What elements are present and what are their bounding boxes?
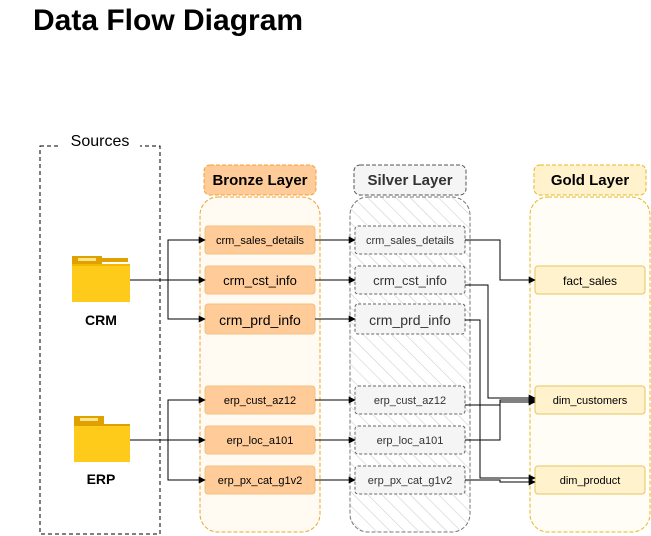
erp-to-bronze-connectors — [130, 396, 206, 484]
silver-to-gold-connectors — [465, 239, 536, 486]
sources-container: Sources — [39, 132, 161, 535]
silver-table-label: erp_px_cat_g1v2 — [368, 475, 452, 487]
silver-table-label: crm_prd_info — [369, 312, 451, 328]
bronze-table-label: crm_prd_info — [219, 312, 301, 328]
silver-table[interactable]: crm_prd_info — [354, 303, 466, 335]
crm-source[interactable]: CRM — [72, 256, 130, 328]
silver-table-label: erp_loc_a101 — [377, 435, 444, 447]
sources-label-bg — [60, 132, 140, 152]
connector-arrow — [465, 239, 536, 284]
silver-table[interactable]: erp_cust_az12 — [354, 385, 466, 415]
bronze-table[interactable]: erp_cust_az12 — [204, 385, 316, 415]
bronze-table[interactable]: crm_cst_info — [204, 265, 316, 295]
silver-table-box — [354, 425, 466, 455]
silver-layer-header[interactable] — [353, 164, 467, 196]
silver-table-box — [354, 385, 466, 415]
gold-table[interactable]: dim_customers — [534, 385, 646, 415]
bronze-table-label: erp_px_cat_g1v2 — [218, 475, 302, 487]
silver-layer-title: Silver Layer — [367, 172, 452, 189]
bronze-to-silver-connectors — [315, 236, 356, 484]
connector-arrow — [465, 398, 536, 441]
gold-table[interactable]: dim_product — [534, 465, 646, 495]
gold-layer-title: Gold Layer — [551, 172, 630, 189]
bronze-table[interactable]: erp_loc_a101 — [204, 425, 316, 455]
page-title: Data Flow Diagram — [33, 4, 303, 37]
bronze-table-label: crm_cst_info — [223, 273, 297, 288]
bronze-table-label: erp_loc_a101 — [227, 435, 294, 447]
silver-table-box — [354, 225, 466, 255]
erp-label: ERP — [87, 471, 116, 487]
folder-icon — [72, 256, 130, 302]
erp-source[interactable]: ERP — [74, 416, 130, 487]
silver-table[interactable]: erp_loc_a101 — [354, 425, 466, 455]
connector-arrow — [130, 396, 206, 441]
sources-label: Sources — [71, 133, 130, 150]
gold-table-label: dim_customers — [553, 395, 628, 407]
gold-table-label: fact_sales — [563, 274, 617, 288]
connector-arrow — [167, 280, 206, 323]
silver-table[interactable]: erp_px_cat_g1v2 — [354, 465, 466, 495]
silver-table-box — [354, 465, 466, 495]
connector-arrow — [465, 284, 536, 402]
crm-to-bronze-connectors — [130, 236, 206, 323]
silver-table-box — [354, 265, 466, 295]
connector-arrow — [167, 440, 206, 484]
connector-arrow — [130, 236, 206, 281]
silver-table[interactable]: crm_sales_details — [354, 225, 466, 255]
bronze-table[interactable]: erp_px_cat_g1v2 — [204, 465, 316, 495]
bronze-table[interactable]: crm_sales_details — [204, 225, 316, 255]
silver-table-label: crm_cst_info — [373, 273, 447, 288]
bronze-table-label: erp_cust_az12 — [224, 395, 296, 407]
gold-table[interactable]: fact_sales — [534, 265, 646, 295]
bronze-layer-header[interactable] — [203, 164, 317, 196]
bronze-layer-title: Bronze Layer — [212, 172, 307, 189]
crm-label: CRM — [85, 312, 117, 328]
gold-table-label: dim_product — [560, 475, 621, 487]
gold-layer-header[interactable] — [533, 164, 647, 196]
silver-table-label: erp_cust_az12 — [374, 395, 446, 407]
connector-arrow — [465, 478, 536, 486]
connector-arrow — [465, 319, 536, 482]
silver-table-label: crm_sales_details — [366, 235, 455, 247]
silver-table[interactable]: crm_cst_info — [354, 265, 466, 295]
folder-icon — [74, 416, 130, 462]
bronze-table-label: crm_sales_details — [216, 235, 305, 247]
bronze-table[interactable]: crm_prd_info — [204, 303, 316, 335]
